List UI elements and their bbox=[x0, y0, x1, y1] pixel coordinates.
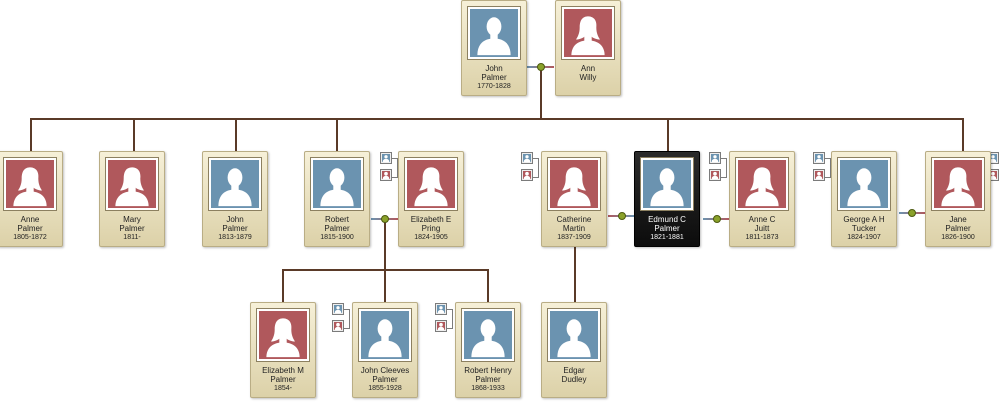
alternate-spouse-female-icon[interactable] bbox=[380, 169, 392, 181]
connector-line bbox=[235, 118, 237, 152]
connector-line bbox=[336, 118, 338, 152]
person-dates: 1770-1828 bbox=[477, 83, 511, 90]
alternate-spouse-bracket bbox=[447, 309, 453, 329]
alternate-spouse-bracket bbox=[533, 158, 539, 178]
person-dates: 1824-1907 bbox=[847, 234, 881, 241]
female-silhouette-icon bbox=[547, 157, 601, 211]
marriage-dot[interactable] bbox=[381, 215, 389, 223]
male-silhouette-icon bbox=[358, 308, 412, 362]
marriage-dot[interactable] bbox=[713, 215, 721, 223]
connector-line bbox=[667, 118, 669, 152]
alternate-spouse-male-icon[interactable] bbox=[521, 152, 533, 164]
person-dates: 1811-1873 bbox=[745, 234, 779, 241]
connector-line bbox=[384, 269, 386, 303]
male-silhouette-icon bbox=[208, 157, 262, 211]
marriage-dot[interactable] bbox=[537, 63, 545, 71]
connector-line bbox=[384, 218, 386, 270]
person-dates: 1821-1881 bbox=[650, 234, 684, 241]
person-dates: 1855-1928 bbox=[368, 385, 402, 392]
connector-line bbox=[30, 118, 32, 152]
connector-line bbox=[574, 247, 576, 303]
marriage-dot[interactable] bbox=[908, 209, 916, 217]
connector-line bbox=[282, 269, 284, 303]
female-silhouette-icon bbox=[561, 6, 615, 60]
connector-line bbox=[540, 66, 542, 119]
alternate-spouse-female-icon[interactable] bbox=[813, 169, 825, 181]
person-dates: 1837-1909 bbox=[557, 234, 591, 241]
person-dates: 1868-1933 bbox=[471, 385, 505, 392]
female-silhouette-icon bbox=[735, 157, 789, 211]
alternate-spouse-female-icon[interactable] bbox=[332, 320, 344, 332]
person-dates: 1815-1900 bbox=[320, 234, 354, 241]
person-dates: 1854- bbox=[274, 385, 292, 392]
alternate-spouse-bracket bbox=[825, 158, 831, 178]
alternate-spouse-female-icon[interactable] bbox=[435, 320, 447, 332]
person-dates: 1824-1905 bbox=[414, 234, 448, 241]
connector-line bbox=[962, 118, 964, 152]
female-silhouette-icon bbox=[931, 157, 985, 211]
female-silhouette-icon bbox=[3, 157, 57, 211]
alternate-spouse-bracket bbox=[721, 158, 727, 178]
female-silhouette-icon bbox=[105, 157, 159, 211]
male-silhouette-icon bbox=[547, 308, 601, 362]
female-silhouette-icon bbox=[404, 157, 458, 211]
male-silhouette-icon bbox=[310, 157, 364, 211]
marriage-dot[interactable] bbox=[618, 212, 626, 220]
alternate-spouse-male-icon[interactable] bbox=[813, 152, 825, 164]
alternate-spouse-bracket bbox=[344, 309, 350, 329]
male-silhouette-icon bbox=[461, 308, 515, 362]
person-dates: 1805-1872 bbox=[13, 234, 47, 241]
person-dates: 1813-1879 bbox=[218, 234, 252, 241]
alternate-spouse-female-icon[interactable] bbox=[709, 169, 721, 181]
alternate-spouse-male-icon[interactable] bbox=[435, 303, 447, 315]
connector-line bbox=[487, 269, 489, 303]
alternate-spouse-male-icon[interactable] bbox=[709, 152, 721, 164]
male-silhouette-icon bbox=[837, 157, 891, 211]
female-silhouette-icon bbox=[256, 308, 310, 362]
alternate-spouse-female-icon[interactable] bbox=[521, 169, 533, 181]
person-dates: 1826-1900 bbox=[941, 234, 975, 241]
male-silhouette-icon bbox=[640, 157, 694, 211]
connector-line bbox=[30, 118, 963, 120]
alternate-spouse-bracket bbox=[392, 158, 398, 178]
alternate-spouse-male-icon[interactable] bbox=[332, 303, 344, 315]
person-dates: 1811- bbox=[123, 234, 141, 241]
connector-line bbox=[133, 118, 135, 152]
alternate-spouse-male-icon[interactable] bbox=[380, 152, 392, 164]
male-silhouette-icon bbox=[467, 6, 521, 60]
